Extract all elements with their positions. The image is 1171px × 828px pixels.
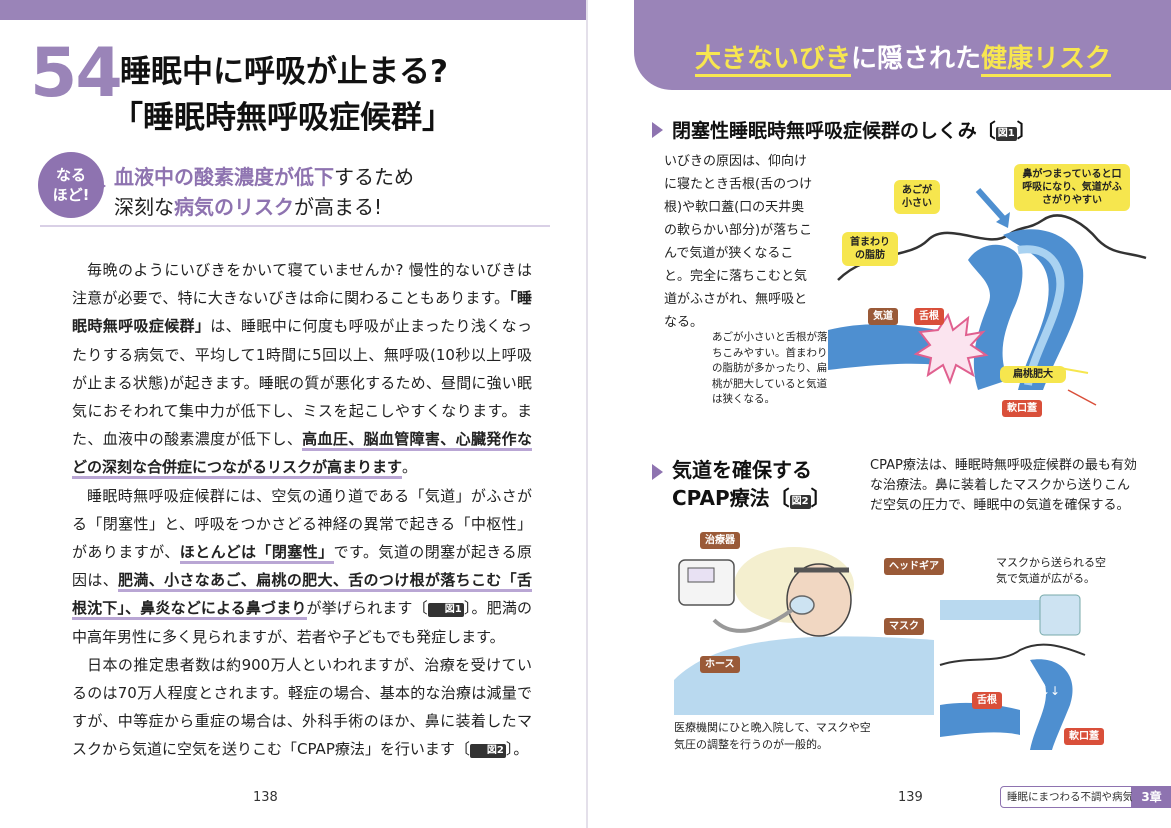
label-device: 治療器 xyxy=(700,532,740,549)
figure1-note: あごが小さいと舌根が落ちこみやすい。首まわりの脂肪が多かったり、扁桃が肥大してい… xyxy=(712,331,828,405)
section-marker-icon-2 xyxy=(652,464,663,480)
callout-small-jaw: あごが小さい xyxy=(894,180,940,214)
page-gutter xyxy=(586,0,588,828)
nasal-passage-shape xyxy=(1003,229,1084,390)
cpap-description: CPAP療法は、睡眠時無呼吸症候群の最も有効な治療法。鼻に装着したマスクから送り… xyxy=(870,458,1137,513)
airway-open xyxy=(1030,659,1073,750)
lead-text-2b: が高まる! xyxy=(294,195,383,219)
obstruction-burst xyxy=(913,312,989,385)
figure1-title-close: 〕 xyxy=(1016,120,1036,142)
figure2-caption: 医療機関にひと晩入院して、マスクや空気圧の調整を行うのが一般的。 xyxy=(674,721,871,751)
figure1-title: 閉塞性睡眠時無呼吸症候群のしくみ〔図1〕 xyxy=(672,116,1036,143)
device-screen xyxy=(687,567,715,583)
lead-highlight-2: 病気のリスク xyxy=(174,195,294,219)
top-band-right xyxy=(634,0,1171,20)
chapter-tab: 睡眠にまつわる不調や病気 xyxy=(1000,786,1133,808)
header-mid: に隠された xyxy=(851,44,982,74)
header-banner xyxy=(634,20,1171,90)
page-number-left: 138 xyxy=(253,790,278,805)
section-marker-icon xyxy=(652,122,663,138)
label-hose: ホース xyxy=(700,656,740,673)
airflow-arrow-icon xyxy=(975,188,1006,220)
figure2-ref: 図2 xyxy=(789,495,811,509)
mask-body xyxy=(1039,594,1081,636)
air-tube xyxy=(940,600,1050,620)
badge-pointer xyxy=(94,178,106,194)
callout-neck-fat: 首まわりの脂肪 xyxy=(842,232,898,266)
figure1-ref: 図1 xyxy=(995,127,1017,141)
naruhodo-badge: なる ほど! xyxy=(38,152,104,218)
figure2-title-line2: CPAP療法〔 xyxy=(672,486,790,510)
p3-text-b: 〕。 xyxy=(505,740,529,759)
hose-tube xyxy=(712,608,794,633)
label-headgear: ヘッドギア xyxy=(884,558,944,575)
airway-illustration xyxy=(828,188,1147,406)
paragraph-2: 睡眠時無呼吸症候群には、空気の通り道である「気道」がふさがる「閉塞性」と、呼吸を… xyxy=(72,482,532,651)
page-title-line1: 睡眠中に呼吸が止まる? xyxy=(120,54,448,90)
airflow-arrows-icon: ↓↓ xyxy=(1040,684,1060,698)
header-title: 大きないびきに隠された健康リスク xyxy=(695,38,1112,77)
p2-emphasis-1: ほとんどは「閉塞性」 xyxy=(179,543,334,565)
figure1-description: いびきの原因は、仰向けに寝たとき舌根(舌のつけ根)や軟口蓋(口の天井奥の軟らかい… xyxy=(664,154,813,330)
label-tonsil: 扁桃肥大 xyxy=(1000,366,1066,383)
p1-text-a: 毎晩のようにいびきをかいて寝ていませんか? 慢性的ないびきは注意が必要で、特に大… xyxy=(72,261,532,308)
p2-text-f: 〕。肥満の中高年男性に多く見られますが、若者や子どもでも発症します。 xyxy=(72,599,532,646)
palate-leader xyxy=(1067,389,1097,406)
lead-text-2a: 深刻な xyxy=(114,195,174,219)
right-page: 大きないびきに隠された健康リスク 閉塞性睡眠時無呼吸症候群のしくみ〔図1〕 いび… xyxy=(588,0,1171,828)
p2-text-c: です。気道の閉塞が起きる原因は、 xyxy=(72,543,532,590)
paragraph-1: 毎晩のようにいびきをかいて寝ていませんか? 慢性的ないびきは注意が必要で、特に大… xyxy=(72,256,532,482)
label-tongue-base: 舌根 xyxy=(914,308,944,325)
top-band xyxy=(0,0,586,20)
header-highlight-2: 健康リスク xyxy=(981,44,1112,77)
callout-nose: 鼻がつまっていると口呼吸になり、気道がふさがりやすい xyxy=(1014,164,1130,211)
chapter-badge: 3章 xyxy=(1132,786,1171,808)
lead-text: 血液中の酸素濃度が低下するため 深刻な病気のリスクが高まる! xyxy=(114,162,414,222)
paragraph-3: 日本の推定患者数は約900万人といわれますが、治療を受けているのは70万人程度と… xyxy=(72,651,532,764)
patient-head xyxy=(786,563,852,637)
page-title-line2: 「睡眠時無呼吸症候群」 xyxy=(112,100,453,136)
figure-ref-2: 図2 xyxy=(469,744,506,759)
p2-text-a: 睡眠時無呼吸症候群には、空気の通り道である「気道」がふさがる「閉塞性」と、呼吸を… xyxy=(72,486,532,562)
section-number: 54 xyxy=(30,34,123,113)
p3-text-a: 日本の推定患者数は約900万人といわれますが、治療を受けているのは70万人程度と… xyxy=(72,655,532,759)
label-tongue-base-2: 舌根 xyxy=(972,692,1002,709)
p2-text-e: が挙げられます〔 xyxy=(306,599,428,618)
airflow-inner xyxy=(1017,245,1065,386)
figure2-title: 気道を確保する CPAP療法〔図2〕 xyxy=(672,456,831,512)
figure-ref-1: 図1 xyxy=(427,603,464,618)
left-page: 54 睡眠中に呼吸が止まる? 「睡眠時無呼吸症候群」 なる ほど! 血液中の酸素… xyxy=(0,0,586,805)
head-profile-line xyxy=(837,214,1147,281)
mask-shape xyxy=(789,595,815,615)
p1-emphasis: 高血圧、脳血管障害、心臓発作などの深刻な合併症につながるリスクが高まります xyxy=(72,430,532,480)
badge-line2: ほど! xyxy=(52,186,90,204)
lead-divider xyxy=(40,225,550,227)
mask-airflow-note: マスクから送られる空気で気道が広がる。 xyxy=(996,556,1106,585)
lead-highlight-1: 血液中の酸素濃度が低下 xyxy=(114,165,334,189)
figure1-title-text: 閉塞性睡眠時無呼吸症候群のしくみ〔 xyxy=(672,120,996,142)
page-number-right: 139 xyxy=(898,790,923,805)
p1-term: 「睡眠時無呼吸症候群」 xyxy=(72,289,532,336)
label-airway: 気道 xyxy=(868,308,898,325)
airway-horizontal-2 xyxy=(940,702,1020,737)
cpap-airway-illustration: ↓↓ xyxy=(939,594,1086,750)
label-mask: マスク xyxy=(884,618,924,635)
p1-text-e: 。 xyxy=(402,458,418,477)
header-highlight-1: 大きないびき xyxy=(695,44,852,77)
airway-horizontal xyxy=(828,324,938,370)
face-line xyxy=(939,643,1086,666)
arrow-head-icon xyxy=(996,212,1010,228)
figure2-title-line1: 気道を確保する xyxy=(672,458,812,482)
label-soft-palate-2: 軟口蓋 xyxy=(1064,728,1104,745)
figure2-title-close: 〕 xyxy=(810,486,831,510)
body-text: 毎晩のようにいびきをかいて寝ていませんか? 慢性的ないびきは注意が必要で、特に大… xyxy=(72,256,532,764)
label-soft-palate: 軟口蓋 xyxy=(1002,400,1042,417)
p1-text-c: は、睡眠中に何度も呼吸が止まったり浅くなったりする病気で、平均して1時間に5回以… xyxy=(72,317,532,449)
badge-line1: なる xyxy=(55,166,86,184)
p2-emphasis-2: 肥満、小さなあご、扁桃の肥大、舌のつけ根が落ちこむ「舌根沈下」、鼻炎などによる鼻… xyxy=(72,571,532,621)
blanket xyxy=(674,636,934,715)
lead-text-1: するため xyxy=(334,165,414,189)
